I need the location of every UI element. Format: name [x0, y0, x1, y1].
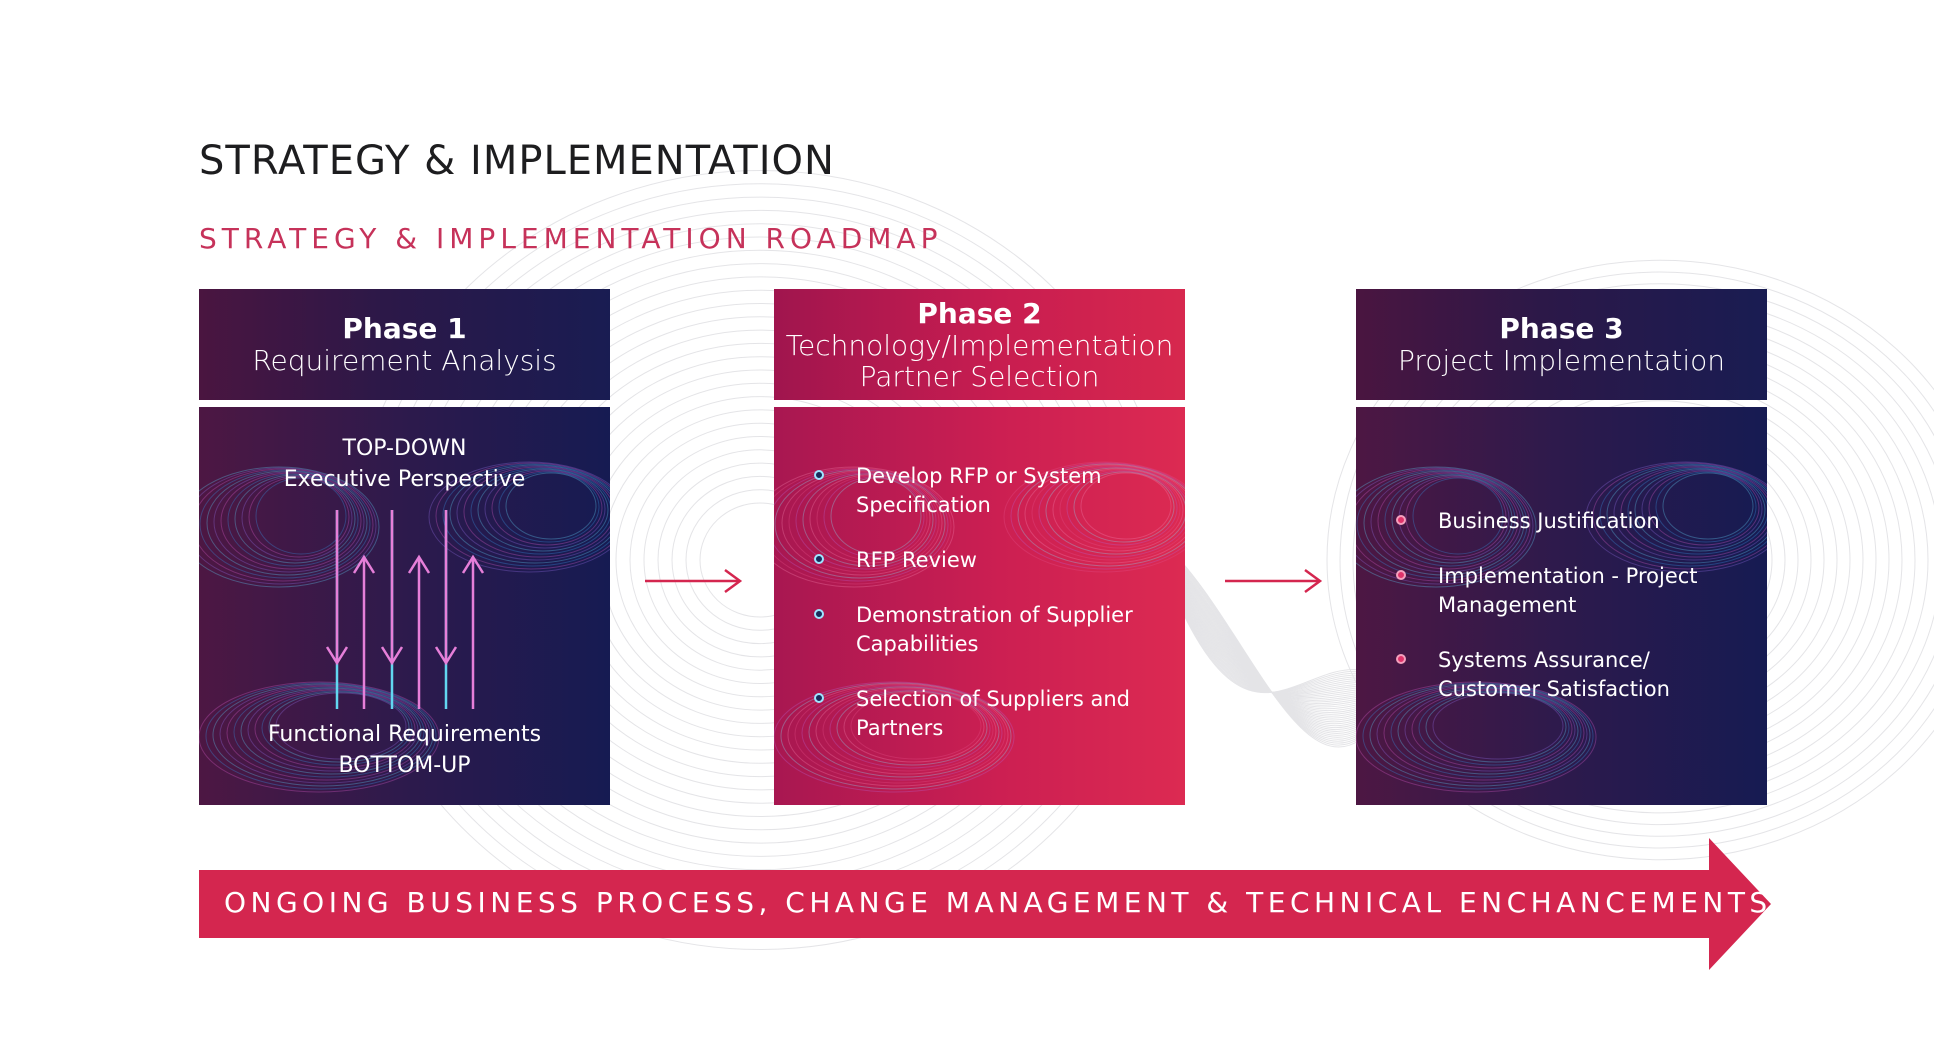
phase-3-subtitle: Project Implementation	[1397, 344, 1726, 377]
list-item: Systems Assurance/ Customer Satisfaction	[1396, 646, 1736, 704]
up-arrow-icon	[407, 554, 431, 709]
list-item-text: Develop RFP or System Specification	[856, 464, 1102, 517]
phase-3-list: Business Justification Implementation - …	[1396, 507, 1736, 730]
bottom-up-label: Functional Requirements BOTTOM-UP	[199, 719, 610, 781]
list-item: Develop RFP or System Specification	[814, 462, 1154, 520]
wave-line	[1179, 596, 1361, 695]
phase-2-subtitle-line-2: Partner Selection	[859, 359, 1100, 393]
phase-2-subtitle-line-1: Technology/Implementation	[785, 328, 1174, 362]
wave-line	[1179, 595, 1361, 696]
phase-2-list: Develop RFP or System Specification RFP …	[814, 462, 1154, 769]
up-down-arrows-graphic	[325, 510, 485, 709]
circle-outline-bullet-icon	[814, 470, 824, 480]
wave-line	[1179, 598, 1361, 694]
wave-line	[1179, 594, 1361, 696]
down-arrow-icon	[380, 510, 404, 666]
phase-1-subtitle: Requirement Analysis	[252, 344, 557, 377]
wave-line	[1179, 592, 1361, 699]
circle-filled-bullet-icon	[1396, 515, 1406, 525]
wave-line	[1179, 574, 1361, 725]
wave-line	[1179, 606, 1361, 694]
phase-1-title: Phase 1	[342, 312, 467, 345]
list-item: Business Justification	[1396, 507, 1736, 536]
down-arrow-icon	[325, 510, 349, 666]
bottom-up-text: BOTTOM-UP	[338, 753, 471, 778]
wave-line	[1179, 578, 1361, 717]
phase-3-title: Phase 3	[1499, 312, 1624, 345]
wave-line	[1179, 604, 1361, 693]
wave-line	[1179, 576, 1361, 721]
list-item: Selection of Suppliers and Partners	[814, 685, 1154, 743]
phase-2-title: Phase 2	[917, 296, 1042, 330]
wave-line	[1179, 572, 1361, 727]
phase-1-header: Phase 1 Requirement Analysis	[199, 289, 610, 400]
right-arrow-icon	[1225, 568, 1323, 594]
block-arrow-icon	[199, 838, 1771, 970]
wave-line	[1179, 577, 1361, 719]
wave-line	[1179, 587, 1361, 705]
list-item: Demonstration of Supplier Capabilities	[814, 601, 1154, 659]
list-item-text: Demonstration of Supplier Capabilities	[856, 603, 1133, 656]
wave-line	[1179, 580, 1361, 715]
list-item-text: Systems Assurance/ Customer Satisfaction	[1438, 648, 1670, 701]
phase-3-header: Phase 3 Project Implementation	[1356, 289, 1767, 400]
wave-line	[1179, 599, 1361, 694]
wave-line	[1179, 600, 1361, 693]
wave-line	[1179, 590, 1361, 700]
wave-line	[1179, 602, 1361, 693]
phase-2-body: Develop RFP or System Specification RFP …	[774, 407, 1185, 805]
wave-line	[1179, 601, 1361, 693]
top-down-text: TOP-DOWN	[342, 436, 467, 461]
top-down-label: TOP-DOWN Executive Perspective	[199, 433, 610, 495]
list-item: RFP Review	[814, 546, 1154, 575]
wave-line	[1179, 582, 1361, 712]
list-item-text: Implementation - Project Management	[1438, 564, 1698, 617]
wave-line	[1179, 583, 1361, 710]
up-arrow-icon	[461, 554, 485, 709]
list-item-text: RFP Review	[856, 548, 977, 572]
wave-line	[1179, 589, 1361, 701]
page-subtitle: STRATEGY & IMPLEMENTATION ROADMAP	[199, 222, 943, 255]
list-item-text: Selection of Suppliers and Partners	[856, 687, 1131, 740]
wave-line	[1179, 575, 1361, 723]
phase-2-header: Phase 2 Technology/Implementation Partne…	[774, 289, 1185, 400]
circle-outline-bullet-icon	[814, 609, 824, 619]
page-title: STRATEGY & IMPLEMENTATION	[199, 138, 835, 184]
ongoing-banner-text: ONGOING BUSINESS PROCESS, CHANGE MANAGEM…	[224, 886, 1772, 919]
wave-line	[1179, 588, 1361, 703]
wave-line	[1179, 584, 1361, 708]
functional-requirements-text: Functional Requirements	[267, 722, 542, 747]
wave-line	[1179, 581, 1361, 713]
list-item-text: Business Justification	[1438, 509, 1660, 533]
circle-outline-bullet-icon	[814, 693, 824, 703]
phase-3-body: Business Justification Implementation - …	[1356, 407, 1767, 805]
circle-filled-bullet-icon	[1396, 654, 1406, 664]
down-arrow-icon	[434, 510, 458, 666]
circle-outline-bullet-icon	[814, 554, 824, 564]
right-arrow-icon	[645, 568, 743, 594]
up-arrow-icon	[352, 554, 376, 709]
phase-1-body: TOP-DOWN Executive Perspective	[199, 407, 610, 805]
wave-line	[1179, 605, 1361, 693]
circle-filled-bullet-icon	[1396, 570, 1406, 580]
executive-perspective-text: Executive Perspective	[283, 467, 526, 492]
list-item: Implementation - Project Management	[1396, 562, 1736, 620]
wave-line	[1179, 586, 1361, 706]
wave-line	[1179, 593, 1361, 698]
